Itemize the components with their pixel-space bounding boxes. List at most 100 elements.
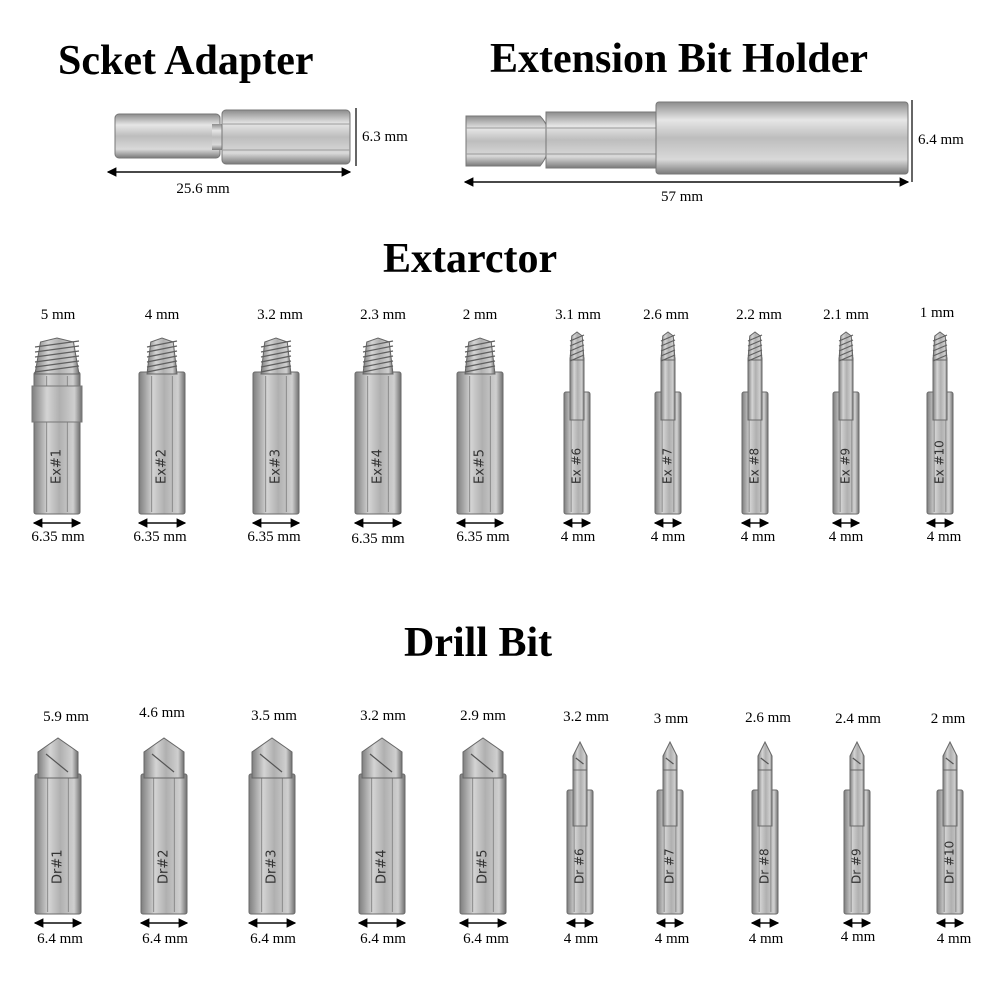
drill-bit: Dr#4 xyxy=(357,737,407,928)
extractor-shank-label: 6.35 mm xyxy=(456,529,510,545)
extractor-bit: Ex #6 xyxy=(562,331,592,528)
drill-tip xyxy=(849,740,865,771)
extractor-bit: Ex #10 xyxy=(925,331,955,528)
drill-shank-label: 6.4 mm xyxy=(250,931,296,947)
drill-tip-label: 4.6 mm xyxy=(139,705,185,721)
drill-tip xyxy=(572,740,588,771)
drill-engraved-label: Dr #6 xyxy=(573,848,587,884)
extractor-shank-label: 6.35 mm xyxy=(247,529,301,545)
drill-tip-label: 2.9 mm xyxy=(460,708,506,724)
extractor-shank-label: 6.35 mm xyxy=(31,529,85,545)
extractor-bit: Ex#3 xyxy=(251,337,301,528)
drill-engraved-label: Dr #9 xyxy=(850,848,864,884)
drill-bit: Dr#2 xyxy=(139,737,189,928)
extractor-engraved-label: Ex#2 xyxy=(155,449,170,484)
drill-bit: Dr#1 xyxy=(33,737,83,928)
extractor-bit: Ex#5 xyxy=(455,337,505,528)
socket-adapter-dimension-lines xyxy=(106,108,357,177)
extractor-tip-label: 2.2 mm xyxy=(736,307,782,323)
extractor-shank-label: 4 mm xyxy=(828,529,864,545)
extractor-bit: Ex#4 xyxy=(353,337,403,528)
extension-holder-dimension-lines xyxy=(463,100,913,187)
drill-tip-label: 3.5 mm xyxy=(251,708,297,724)
extractor-shank-label: 4 mm xyxy=(740,529,776,545)
drill-bit: Dr#5 xyxy=(458,737,508,928)
drill-engraved-label: Dr #7 xyxy=(663,848,677,884)
extension-holder-title: Extension Bit Holder xyxy=(490,36,869,82)
extractor-shank-body xyxy=(456,371,504,515)
extractor-shank-body xyxy=(354,371,402,515)
extractor-shank-label: 4 mm xyxy=(560,529,596,545)
drill-tip-label: 2 mm xyxy=(930,711,966,727)
extractor-tip-label: 5 mm xyxy=(40,307,76,323)
drill-engraved-label: Dr #10 xyxy=(943,841,957,884)
drill-shank-label: 4 mm xyxy=(840,929,876,945)
drill-tip xyxy=(143,737,185,779)
extractor-bit: Ex#2 xyxy=(137,337,187,528)
extractor-engraved-label: Ex #6 xyxy=(570,448,584,484)
extractor-tip-label: 2.3 mm xyxy=(360,307,406,323)
drill-shank-body xyxy=(34,773,82,915)
drill-tip-label: 2.4 mm xyxy=(835,711,881,727)
extractor-shank-body xyxy=(138,371,186,515)
extractor-engraved-label: Ex #8 xyxy=(748,448,762,484)
drill-shank-label: 4 mm xyxy=(654,931,690,947)
drill-shank-label: 4 mm xyxy=(748,931,784,947)
extractor-shank-label: 6.35 mm xyxy=(351,531,405,547)
drill-bit: Dr #10 xyxy=(935,740,965,928)
extractor-tip-label: 1 mm xyxy=(919,305,955,321)
drill-tip xyxy=(361,737,403,779)
extractor-tip-label: 2.6 mm xyxy=(643,307,689,323)
extractor-bit: Ex #8 xyxy=(740,331,770,528)
extractor-engraved-label: Ex#5 xyxy=(473,449,488,484)
drill-tip xyxy=(462,737,504,779)
drill-shank-label: 6.4 mm xyxy=(142,931,188,947)
drill-tip xyxy=(757,740,773,771)
drill-shank-label: 6.4 mm xyxy=(463,931,509,947)
drill-shank-body xyxy=(459,773,507,915)
drill-tip-label: 2.6 mm xyxy=(745,710,791,726)
extractor-engraved-label: Ex#1 xyxy=(50,449,65,484)
drill-shank-label: 4 mm xyxy=(936,931,972,947)
extension-holder-width-label: 6.4 mm xyxy=(918,132,964,148)
socket-adapter-length-label: 25.6 mm xyxy=(176,181,230,197)
extractor-title: Extarctor xyxy=(383,236,558,282)
drill-shank-body xyxy=(140,773,188,915)
extractor-shank-body xyxy=(252,371,300,515)
extractor-shank-label: 4 mm xyxy=(650,529,686,545)
drill-bit-title: Drill Bit xyxy=(404,620,553,666)
extractor-tip-label: 2 mm xyxy=(462,307,498,323)
drill-tip-label: 3.2 mm xyxy=(563,709,609,725)
drill-tip xyxy=(662,740,678,771)
extractor-tip-label: 4 mm xyxy=(144,307,180,323)
drill-tip-label: 5.9 mm xyxy=(43,709,89,725)
drill-shank-label: 6.4 mm xyxy=(37,931,83,947)
extractor-bit: Ex#1 xyxy=(31,337,83,528)
drill-shank-label: 4 mm xyxy=(563,931,599,947)
drill-bit: Dr #9 xyxy=(842,740,872,928)
drill-engraved-label: Dr#2 xyxy=(157,849,172,884)
drill-tip xyxy=(37,737,79,779)
extractor-engraved-label: Ex #7 xyxy=(661,448,675,484)
socket-adapter-width-label: 6.3 mm xyxy=(362,129,408,145)
drill-tip xyxy=(942,740,958,771)
extractor-tip-label: 2.1 mm xyxy=(823,307,869,323)
extractor-shank-label: 6.35 mm xyxy=(133,529,187,545)
extension-holder-length-label: 57 mm xyxy=(660,189,704,205)
drill-bit: Dr #8 xyxy=(750,740,780,928)
drill-shank-body xyxy=(248,773,296,915)
drill-engraved-label: Dr#5 xyxy=(476,849,491,884)
drill-tip xyxy=(251,737,293,779)
drill-shank-label: 6.4 mm xyxy=(360,931,406,947)
drill-engraved-label: Dr #8 xyxy=(758,848,772,884)
drill-bit: Dr #6 xyxy=(565,740,595,928)
drill-shank-body xyxy=(358,773,406,915)
extractor-engraved-label: Ex#3 xyxy=(269,449,284,484)
extractor-tip-label: 3.2 mm xyxy=(257,307,303,323)
socket-adapter-title: Scket Adapter xyxy=(58,38,314,84)
extractor-shank-label: 4 mm xyxy=(926,529,962,545)
extractor-engraved-label: Ex #10 xyxy=(933,440,947,484)
